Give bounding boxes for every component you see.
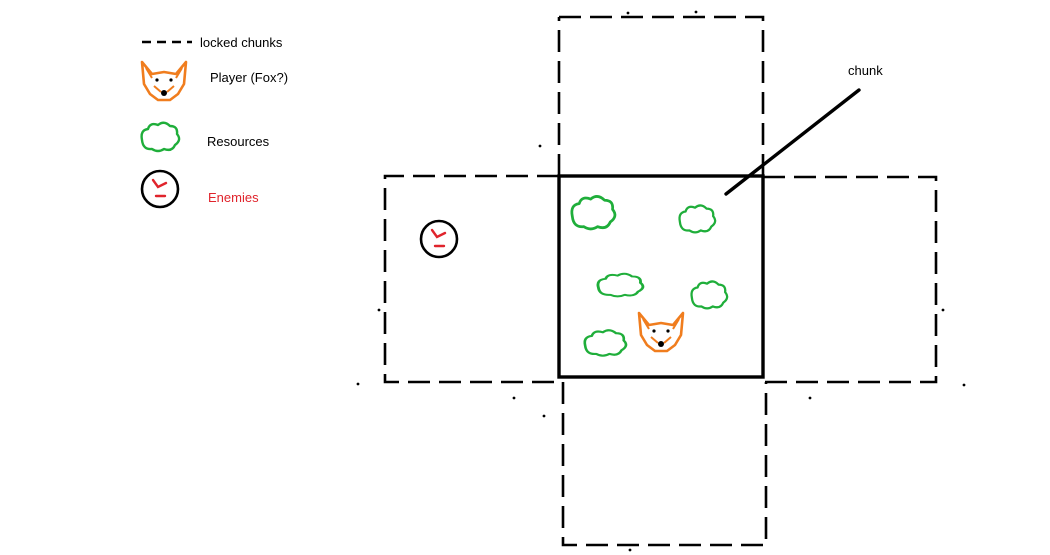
enemy <box>419 219 459 259</box>
legend-item-enemies: Enemies <box>140 169 259 209</box>
legend-enemies-label: Enemies <box>208 190 259 205</box>
legend-item-locked: locked chunks <box>142 35 283 50</box>
resource-bush <box>596 272 645 298</box>
resource-bush <box>678 204 717 234</box>
legend-player-label: Player (Fox?) <box>210 70 288 85</box>
resource-bush <box>570 195 617 231</box>
resource-bush <box>690 280 729 310</box>
locked-chunk-right <box>763 175 938 384</box>
locked-chunks <box>383 15 938 547</box>
locked-chunk-left <box>383 174 559 384</box>
legend-locked-label: locked chunks <box>200 35 283 50</box>
chunk-callout-line <box>724 88 861 196</box>
player-fox <box>637 311 685 353</box>
legend-resources-label: Resources <box>207 134 270 149</box>
angry-face-icon <box>140 169 180 209</box>
active-chunk <box>557 174 765 379</box>
stray-marks <box>356 10 966 552</box>
legend: locked chunks Player (Fox?) Resources En… <box>140 35 288 209</box>
resource-bush <box>583 328 628 358</box>
chunk-label: chunk <box>848 63 883 78</box>
fox-icon <box>140 60 188 102</box>
locked-chunk-bottom <box>561 382 768 547</box>
bush-icon <box>140 121 181 153</box>
resources <box>570 195 729 358</box>
legend-item-resources: Resources <box>140 121 270 153</box>
legend-item-player: Player (Fox?) <box>140 60 288 102</box>
locked-chunk-top <box>557 15 765 176</box>
